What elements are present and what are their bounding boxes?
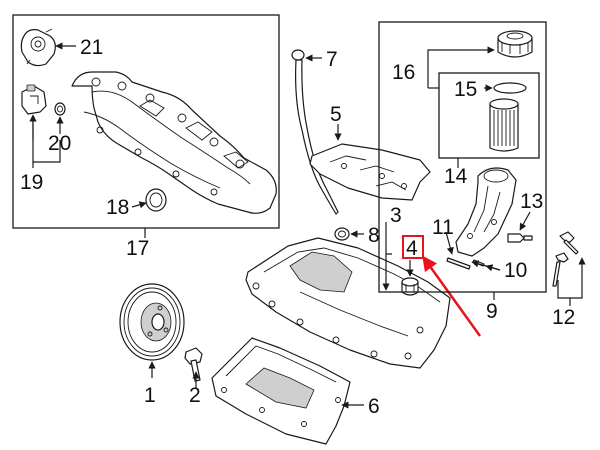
callout-4: 4	[406, 237, 418, 260]
callout-11: 11	[432, 216, 454, 239]
pressure-sensor-part	[21, 84, 47, 115]
callout-16: 16	[392, 61, 415, 84]
callout-18: 18	[106, 196, 129, 219]
intake-manifold-group-box	[12, 14, 280, 229]
intake-manifold-part	[71, 71, 277, 214]
highlight-arrow	[422, 255, 482, 337]
throttle-body-part	[20, 28, 56, 67]
oil-temperature-sensor-part	[507, 233, 533, 243]
crankshaft-pulley-part	[119, 283, 185, 361]
manifold-gasket-part	[145, 188, 167, 212]
upper-oil-pan-part	[245, 237, 451, 369]
callout-8: 8	[368, 224, 380, 247]
callout-21: 21	[80, 36, 103, 59]
callout-14: 14	[444, 165, 468, 188]
oil-filter-cap-part	[497, 30, 533, 58]
callout-20: 20	[48, 132, 71, 155]
callout-12: 12	[552, 306, 575, 329]
baffle-plate-part	[309, 143, 431, 201]
lower-oil-pan-part	[211, 337, 351, 445]
retaining-clip-part	[446, 257, 471, 270]
callout-2: 2	[189, 384, 201, 407]
highlight-box	[402, 235, 424, 259]
oil-filter-element-part	[489, 98, 519, 152]
drain-plug-washer-part	[334, 227, 350, 241]
filter-o-ring-part	[493, 82, 527, 94]
callout-6: 6	[368, 395, 380, 418]
filter-element-subgroup-box	[438, 72, 540, 159]
oil-filter-group-box	[378, 21, 547, 293]
callout-15: 15	[454, 78, 477, 101]
callout-17: 17	[126, 237, 149, 260]
pulley-bolt-part	[184, 347, 203, 382]
callout-13: 13	[520, 190, 543, 213]
callout-3: 3	[390, 204, 402, 227]
callout-5: 5	[330, 103, 342, 126]
oil-pressure-plug-part	[401, 277, 419, 296]
dipstick-part	[291, 49, 339, 215]
callout-1: 1	[144, 384, 156, 407]
oil-filter-housing-part	[455, 167, 517, 257]
callout-19: 19	[20, 171, 43, 194]
bolts-part	[552, 231, 579, 287]
callout-10: 10	[504, 259, 527, 282]
callout-9: 9	[486, 300, 498, 323]
o-ring-seal-part	[54, 102, 66, 116]
callout-7: 7	[326, 48, 338, 71]
